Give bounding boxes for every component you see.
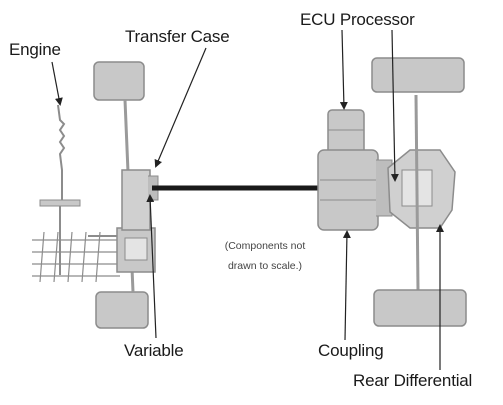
variable-gear: [124, 237, 148, 261]
leader-coupling: [342, 230, 351, 341]
label-rear-differential: Rear Differential: [353, 371, 473, 390]
scale-note: (Components not drawn to scale.): [205, 236, 325, 276]
rear-axle: [414, 94, 420, 291]
transmission-mesh: [32, 231, 120, 283]
front-right-wheel: [95, 291, 149, 329]
scale-note-line1: (Components not: [224, 240, 306, 252]
label-transfer-case: Transfer Case: [125, 27, 230, 46]
leader-variable: [146, 194, 157, 339]
coupling-body: [317, 149, 379, 231]
label-ecu-processor: ECU Processor: [300, 10, 415, 29]
leader-transfer-case: [154, 47, 207, 168]
rear-left-wheel: [371, 57, 465, 93]
leader-ecu-processor-right: [390, 29, 399, 182]
label-variable: Variable: [124, 341, 184, 360]
label-coupling: Coupling: [318, 341, 384, 360]
engine-flywheel: [39, 199, 81, 207]
front-left-wheel: [93, 61, 145, 101]
leader-engine: [51, 61, 63, 106]
engine-crank: [57, 104, 66, 200]
label-engine: Engine: [9, 40, 61, 59]
scale-note-line2: drawn to scale.): [227, 260, 303, 272]
rear-right-wheel: [373, 289, 467, 327]
leader-ecu-processor-left: [339, 29, 348, 110]
transfer-case-body: [121, 169, 151, 231]
